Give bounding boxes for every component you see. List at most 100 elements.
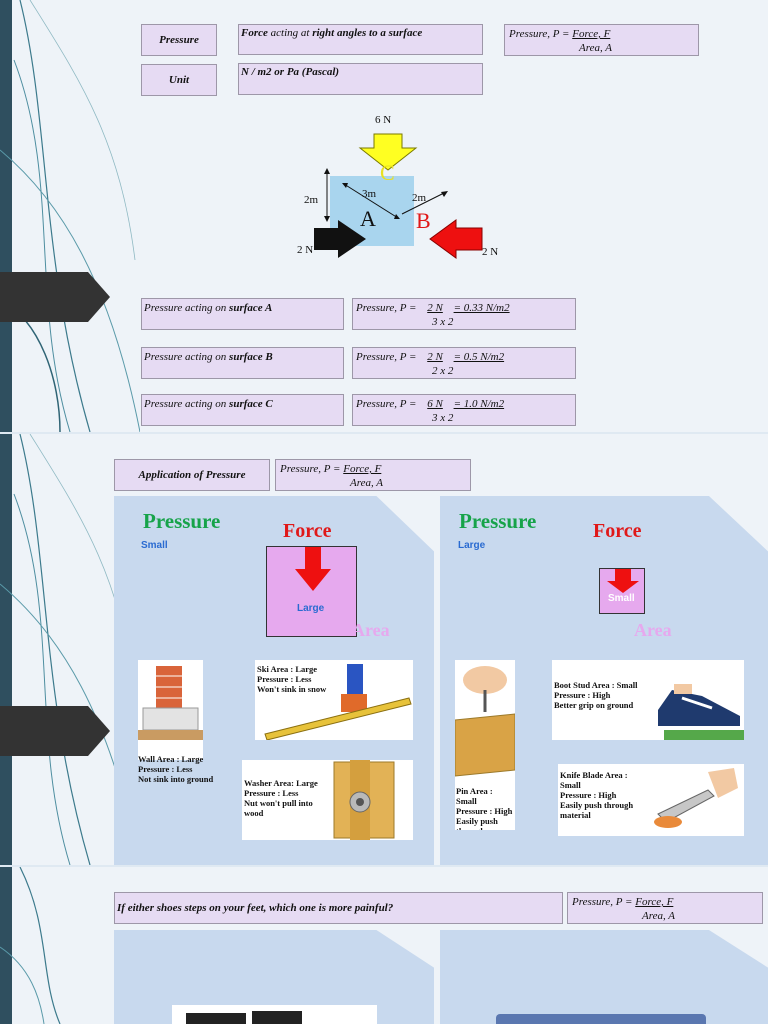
caption-line: Washer Area: Large	[244, 778, 318, 788]
row-a-prefix: Pressure acting on	[144, 302, 230, 314]
question-box: If either shoes steps on your feet, whic…	[114, 892, 563, 924]
shoe-icon	[186, 1013, 246, 1024]
row-a-surface: surface A	[229, 302, 273, 314]
row-c-numerator: 6 N	[427, 398, 443, 410]
caption-line: Pressure : High	[560, 790, 617, 800]
row-b-surface: surface B	[229, 351, 273, 363]
row-b-lhs: Pressure, P =	[356, 351, 420, 363]
area-heading: Area	[634, 620, 672, 640]
row-b-denominator: 2 x 2	[432, 365, 454, 377]
row-b-label: Pressure acting on surface B	[141, 347, 344, 379]
slide-tab	[0, 272, 110, 322]
row-c-prefix: Pressure acting on	[144, 398, 230, 410]
shoe-panel-left	[114, 930, 434, 1024]
caption-line: Not sink into ground	[138, 774, 214, 784]
pressure-formula: Pressure, P = Force, F Area, A	[504, 24, 699, 56]
slide-stripe	[0, 867, 12, 1024]
caption-line: Small	[560, 780, 581, 790]
row-c-formula: Pressure, P = 6 N = 1.0 N/m2 3 x 2	[352, 394, 576, 426]
unit-value-box: N / m2 or Pa (Pascal)	[238, 63, 483, 95]
formula-numerator: Force, F	[572, 28, 611, 40]
ski-image: Ski Area : Large Pressure : Less Won't s…	[255, 660, 413, 740]
formula-lhs: Pressure, P =	[280, 463, 344, 475]
pressure-heading: Pressure	[143, 509, 221, 533]
knife-icon	[654, 768, 738, 828]
ski-caption: Ski Area : Large Pressure : Less Won't s…	[257, 664, 326, 694]
force-down-arrow	[607, 569, 639, 593]
cuboid-graphic	[314, 133, 483, 259]
row-c-denominator: 3 x 2	[432, 412, 454, 424]
pressure-definition: Force acting at right angles to a surfac…	[238, 24, 483, 55]
caption-line: wood	[244, 808, 264, 818]
formula-numerator: Force, F	[635, 896, 674, 908]
decorative-lines	[0, 867, 61, 1024]
washer-caption: Washer Area: Large Pressure : Less Nut w…	[244, 778, 318, 818]
definition-right-angles: right angles to a surface	[312, 27, 423, 39]
caption-line: Easily push through	[456, 816, 498, 830]
slide-2: Application of Pressure Pressure, P = Fo…	[0, 434, 768, 865]
face-c-label: C	[380, 160, 395, 185]
boot-image: Boot Stud Area : Small Pressure : High B…	[552, 660, 744, 740]
caption-line: Better grip on ground	[554, 700, 634, 710]
slide-tab	[0, 706, 110, 756]
pressure-label: Pressure	[141, 24, 217, 56]
row-a-lhs: Pressure, P =	[356, 302, 420, 314]
length-label: 3m	[362, 188, 377, 200]
caption-line: Ski Area : Large	[257, 664, 318, 674]
formula-denominator: Area, A	[642, 910, 675, 922]
application-title: Application of Pressure	[114, 459, 270, 491]
caption-line: Knife Blade Area :	[560, 770, 628, 780]
slide-stripe	[0, 434, 12, 865]
caption-line: Pressure : Less	[244, 788, 299, 798]
boot-icon	[658, 684, 744, 740]
caption-line: Pressure : Less	[257, 674, 312, 684]
shoe-image-right	[496, 1014, 706, 1024]
boot-caption: Boot Stud Area : Small Pressure : High B…	[554, 680, 637, 710]
formula-lhs: Pressure, P =	[509, 28, 573, 40]
depth-label: 2m	[412, 192, 427, 204]
formula-lhs: Pressure, P =	[572, 896, 636, 908]
ski-icon	[264, 664, 412, 740]
definition-force: Force	[241, 27, 268, 39]
row-a-numerator: 2 N	[427, 302, 443, 314]
face-b-label: B	[416, 208, 431, 233]
brick-wall-image	[138, 660, 203, 760]
application-formula: Pressure, P = Force, F Area, A	[275, 459, 471, 491]
caption-line: Pressure : High	[456, 806, 513, 816]
low-pressure-panel: Pressure Small Force Large Area Wall Are…	[114, 496, 434, 865]
right-force-label: 2 N	[482, 246, 499, 258]
row-b-formula: Pressure, P = 2 N = 0.5 N/m2 2 x 2	[352, 347, 576, 379]
shoe-panel-right	[440, 930, 768, 1024]
washer-icon	[333, 760, 395, 840]
knife-image: Knife Blade Area : Small Pressure : High…	[558, 764, 744, 836]
pressure-heading: Pressure	[459, 509, 537, 533]
force-heading: Force	[593, 520, 642, 542]
force-down-arrow	[295, 547, 331, 591]
caption-line: Pin Area : Small	[456, 786, 493, 806]
row-b-prefix: Pressure acting on	[144, 351, 230, 363]
definition-middle: acting at	[267, 27, 313, 39]
top-force-label: 6 N	[375, 114, 392, 126]
formula-denominator: Area, A	[350, 477, 383, 489]
row-a-denominator: 3 x 2	[432, 316, 454, 328]
unit-label: Unit	[141, 64, 217, 96]
height-label: 2m	[304, 194, 319, 206]
row-b-numerator: 2 N	[427, 351, 443, 363]
caption-line: Nut won't pull into	[244, 798, 313, 808]
wall-caption: Wall Area : Large Pressure : Less Not si…	[138, 754, 228, 784]
decorative-lines	[0, 0, 140, 432]
pin-caption: Pin Area : Small Pressure : High Easily …	[456, 786, 515, 830]
face-a-label: A	[360, 206, 376, 231]
row-c-surface: surface C	[229, 398, 273, 410]
large-area-square: Large	[266, 546, 357, 637]
slide-3: If either shoes steps on your feet, whic…	[0, 867, 768, 1024]
unit-value: N / m2 or Pa (Pascal)	[241, 66, 340, 78]
row-c-lhs: Pressure, P =	[356, 398, 420, 410]
caption-line: Wall Area : Large	[138, 754, 204, 764]
row-c-label: Pressure acting on surface C	[141, 394, 344, 426]
caption-line: Easily push through	[560, 800, 634, 810]
row-a-formula: Pressure, P = 2 N = 0.33 N/m2 3 x 2	[352, 298, 576, 330]
shoe-image-left	[172, 1005, 377, 1024]
question-formula: Pressure, P = Force, F Area, A	[567, 892, 763, 924]
pin-image: Pin Area : Small Pressure : High Easily …	[455, 660, 515, 830]
